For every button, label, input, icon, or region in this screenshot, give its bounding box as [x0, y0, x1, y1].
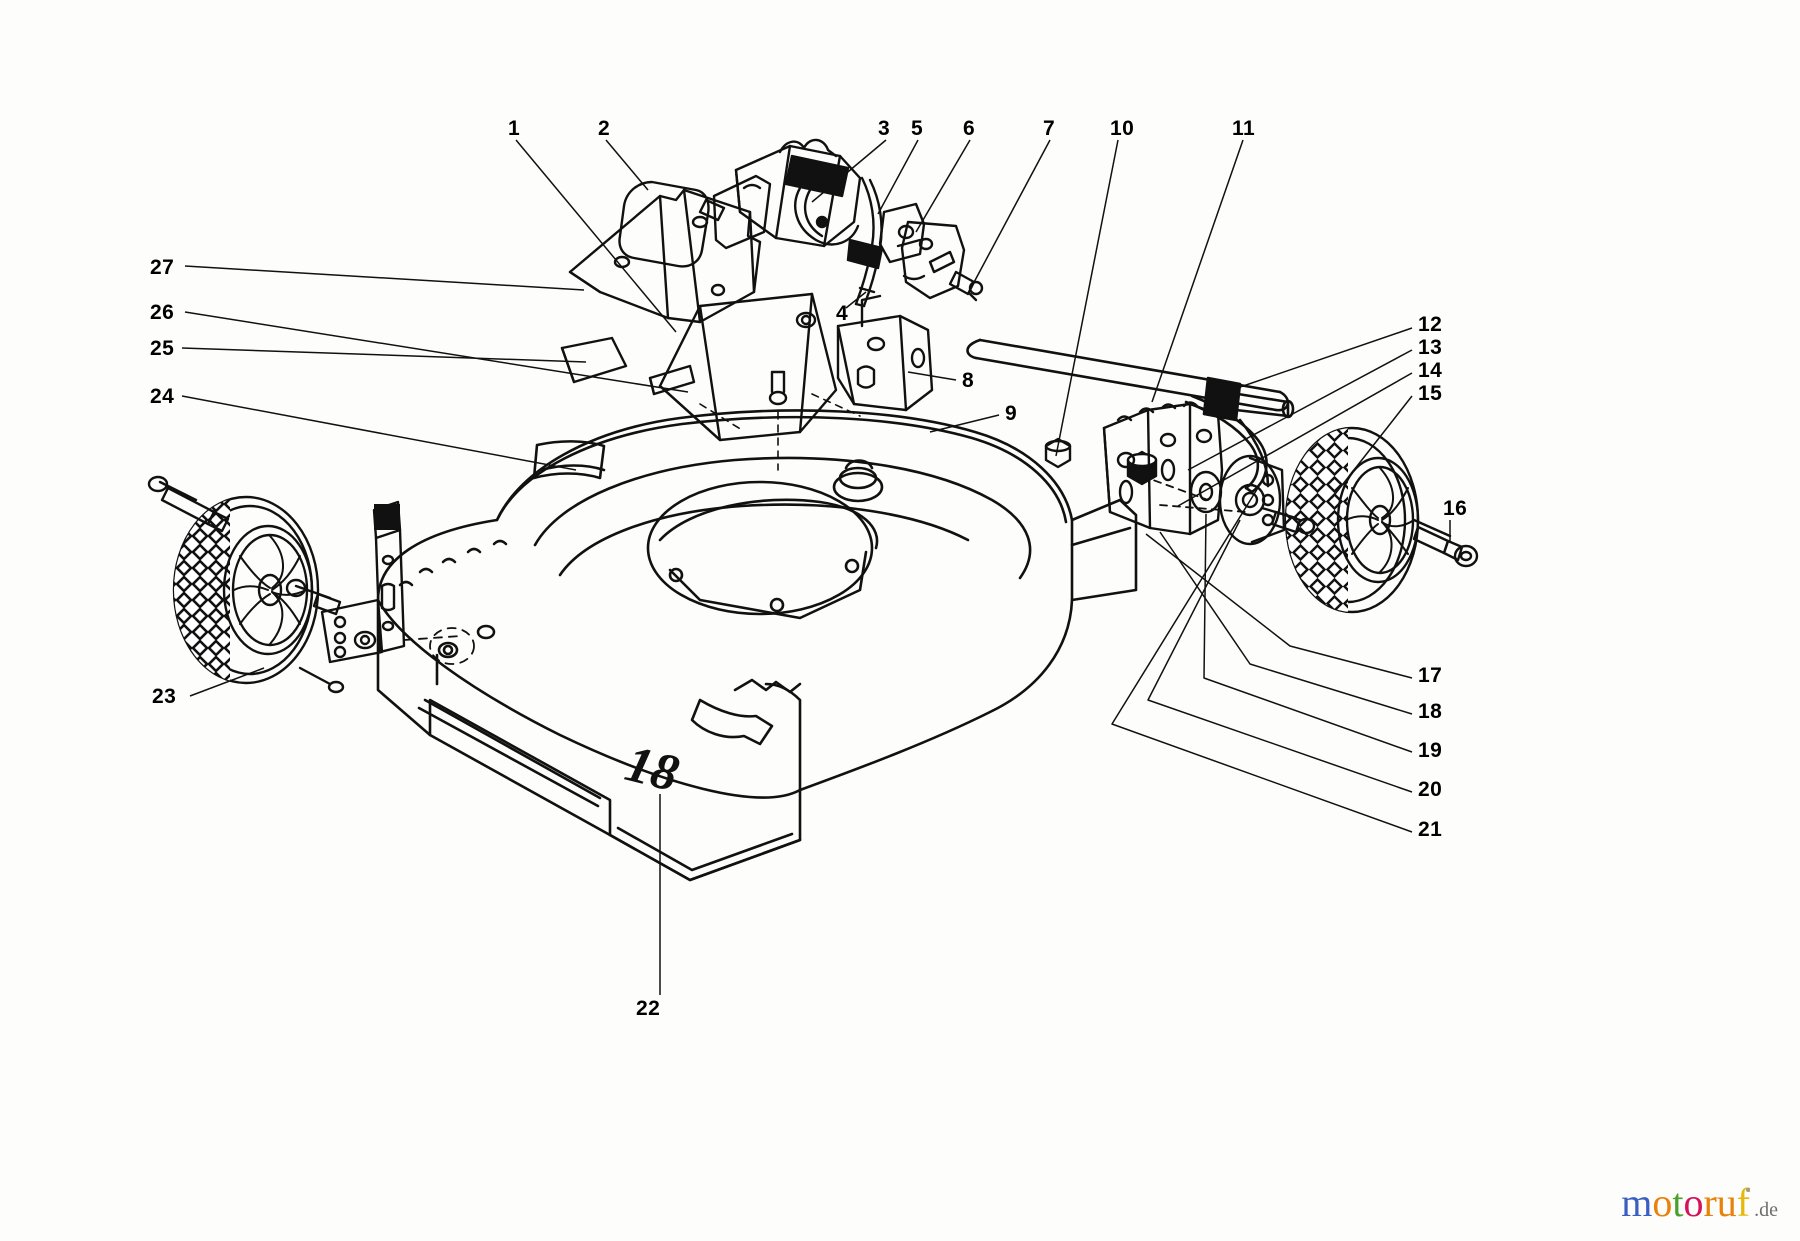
callout-22: 22 [636, 997, 661, 1020]
watermark-letter-t: t [1672, 1180, 1684, 1225]
watermark-letter-m: m [1621, 1180, 1653, 1225]
callout-14: 14 [1418, 359, 1443, 382]
callout-19: 19 [1418, 739, 1443, 762]
callout-24: 24 [150, 385, 175, 408]
callout-13: 13 [1418, 336, 1443, 359]
callout-11: 11 [1232, 117, 1256, 140]
callout-9: 9 [1005, 402, 1018, 425]
callout-27: 27 [150, 256, 175, 279]
callout-10: 10 [1110, 117, 1135, 140]
callout-3: 3 [878, 117, 891, 140]
callout-16: 16 [1443, 497, 1468, 520]
callout-15: 15 [1418, 382, 1443, 405]
watermark-letter-o2: o [1683, 1180, 1704, 1225]
watermark-letter-o1: o [1652, 1180, 1673, 1225]
motoruf-watermark: motoruf.de [1621, 1183, 1778, 1223]
callout-7: 7 [1043, 117, 1056, 140]
watermark-letter-r: r [1703, 1180, 1717, 1225]
watermark-dot-accent [1746, 1188, 1751, 1192]
watermark-tld: .de [1754, 1199, 1778, 1221]
callout-6: 6 [963, 117, 976, 140]
svg-text:18: 18 [620, 735, 684, 803]
callout-26: 26 [150, 301, 175, 324]
callout-8: 8 [962, 369, 975, 392]
watermark-letter-u: u [1716, 1180, 1737, 1225]
callout-1: 1 [508, 117, 521, 140]
callout-25: 25 [150, 337, 175, 360]
callout-5: 5 [911, 117, 924, 140]
watermark-letter-f: f [1736, 1180, 1751, 1225]
callout-21: 21 [1418, 818, 1443, 841]
callout-17: 17 [1418, 664, 1443, 687]
callout-12: 12 [1418, 313, 1443, 336]
callout-18: 18 [1418, 700, 1443, 723]
callout-2: 2 [598, 117, 611, 140]
callout-4: 4 [836, 302, 849, 325]
callout-20: 20 [1418, 778, 1443, 801]
callout-23: 23 [152, 685, 177, 708]
